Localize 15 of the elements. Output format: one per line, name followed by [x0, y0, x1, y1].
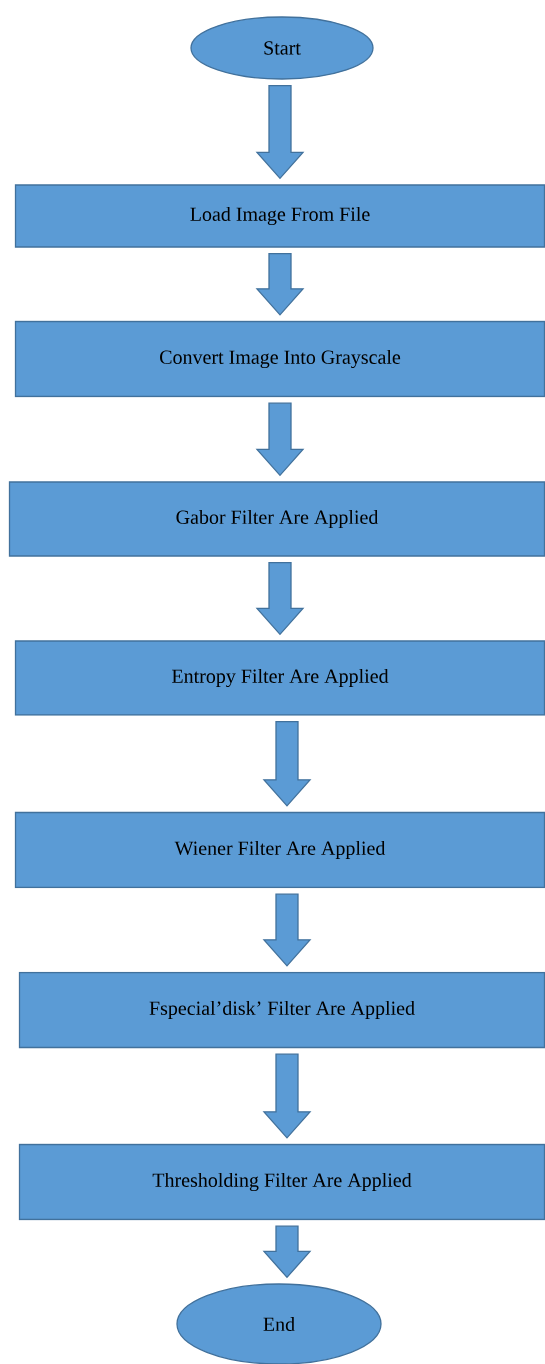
block-arrow	[255, 402, 305, 477]
block-arrow	[255, 562, 305, 636]
block-arrow	[262, 721, 312, 807]
block-arrow	[255, 85, 305, 180]
process-box: Fspecial’disk’ Filter Are Applied	[18, 971, 545, 1049]
process-box: Convert Image Into Grayscale	[14, 320, 545, 398]
process-box: Wiener Filter Are Applied	[14, 811, 545, 889]
process-box: Gabor Filter Are Applied	[8, 481, 545, 557]
block-arrow	[255, 253, 305, 316]
process-box: Load Image From File	[14, 184, 545, 248]
block-arrow	[262, 893, 312, 967]
process-box: Entropy Filter Are Applied	[14, 640, 545, 716]
process-box: Thresholding Filter Are Applied	[18, 1143, 545, 1221]
block-arrow	[262, 1225, 312, 1279]
block-arrow	[262, 1053, 312, 1139]
